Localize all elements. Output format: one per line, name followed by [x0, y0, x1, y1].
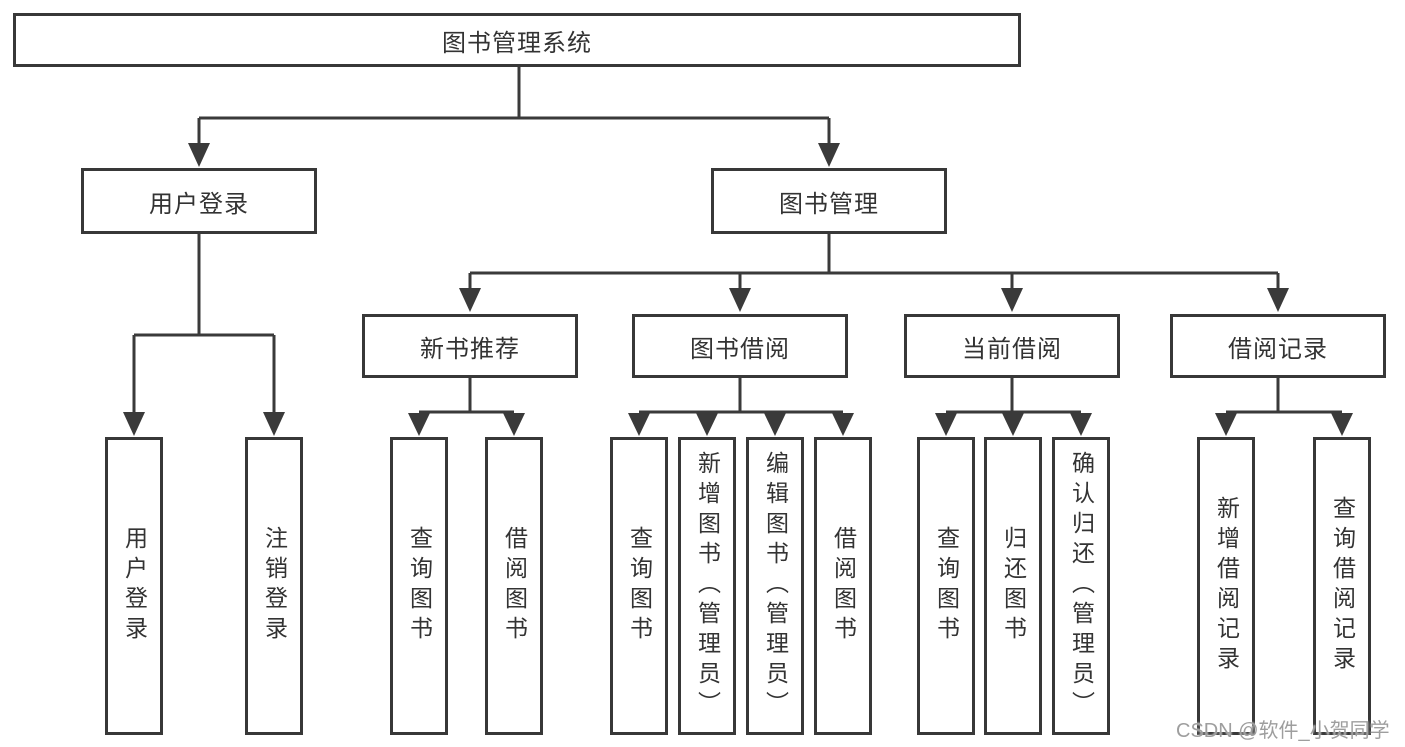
node-book-management: 图书管理: [711, 168, 947, 234]
leaf-query-borrow-record: 查询借阅记录: [1313, 437, 1371, 735]
connector-user-login-to-leaves: [123, 234, 285, 436]
arrowhead: [1267, 288, 1289, 312]
leaf-logout: 注销登录: [245, 437, 303, 735]
node-borrow-records: 借阅记录: [1170, 314, 1386, 378]
node-root: 图书管理系统: [13, 13, 1021, 67]
node-book-borrow: 图书借阅: [632, 314, 848, 378]
arrowhead: [408, 413, 430, 436]
arrowhead: [935, 413, 957, 436]
leaf-borrow-books: 借阅图书: [814, 437, 872, 735]
leaf-label: 查询图书: [626, 526, 653, 646]
leaf-label: 新增借阅记录: [1213, 496, 1240, 676]
leaf-label: 查询图书: [933, 526, 960, 646]
arrowhead: [832, 413, 854, 436]
arrowhead: [1331, 413, 1353, 436]
arrowhead: [503, 413, 525, 436]
node-label: 新书推荐: [420, 335, 520, 363]
connector-current-borrow-to-leaves: [935, 378, 1092, 436]
leaf-add-books-admin: 新增图书（管理员）: [678, 437, 736, 735]
arrowhead: [1002, 413, 1024, 436]
leaf-borrow-books-recommend: 借阅图书: [485, 437, 543, 735]
node-label: 用户登录: [149, 190, 249, 218]
connector-new-book-to-leaves: [408, 378, 525, 436]
leaf-query-books-borrow: 查询图书: [610, 437, 668, 735]
node-label: 借阅记录: [1228, 335, 1328, 363]
connector-root-to-level2: [188, 67, 840, 167]
leaf-label: 归还图书: [1000, 526, 1027, 646]
leaf-query-books-current: 查询图书: [917, 437, 975, 735]
csdn-watermark: CSDN @软件_小贺同学: [1176, 720, 1390, 742]
arrowhead: [1215, 413, 1237, 436]
arrowhead: [729, 288, 751, 312]
connector-book-management-to-sections: [459, 234, 1289, 312]
arrowhead: [1001, 288, 1023, 312]
arrowhead: [818, 143, 840, 167]
leaf-label: 注销登录: [261, 526, 288, 646]
arrowhead: [263, 412, 285, 436]
leaf-label: 借阅图书: [501, 526, 528, 646]
arrowhead: [459, 288, 481, 312]
leaf-edit-books-admin: 编辑图书（管理员）: [746, 437, 804, 735]
node-current-borrow: 当前借阅: [904, 314, 1120, 378]
leaf-add-borrow-record: 新增借阅记录: [1197, 437, 1255, 735]
leaf-label: 新增图书（管理员）: [694, 451, 721, 721]
connector-book-borrow-to-leaves: [628, 378, 854, 436]
node-user-login-branch: 用户登录: [81, 168, 317, 234]
leaf-label: 查询借阅记录: [1329, 496, 1356, 676]
leaf-label: 确认归还（管理员）: [1068, 451, 1095, 721]
leaf-label: 查询图书: [406, 526, 433, 646]
leaf-query-books-recommend: 查询图书: [390, 437, 448, 735]
arrowhead: [696, 413, 718, 436]
arrowhead: [188, 143, 210, 167]
leaf-confirm-return-admin: 确认归还（管理员）: [1052, 437, 1110, 735]
arrowhead: [1070, 413, 1092, 436]
arrowhead: [123, 412, 145, 436]
connector-borrow-records-to-leaves: [1215, 378, 1353, 436]
arrowhead: [628, 413, 650, 436]
leaf-user-login: 用户登录: [105, 437, 163, 735]
node-label: 图书借阅: [690, 335, 790, 363]
node-new-book-recommend: 新书推荐: [362, 314, 578, 378]
leaf-return-books: 归还图书: [984, 437, 1042, 735]
node-root-label: 图书管理系统: [442, 29, 592, 57]
leaf-label: 编辑图书（管理员）: [762, 451, 789, 721]
leaf-label: 用户登录: [121, 526, 148, 646]
node-label: 图书管理: [779, 190, 879, 218]
leaf-label: 借阅图书: [830, 526, 857, 646]
node-label: 当前借阅: [962, 335, 1062, 363]
arrowhead: [764, 413, 786, 436]
